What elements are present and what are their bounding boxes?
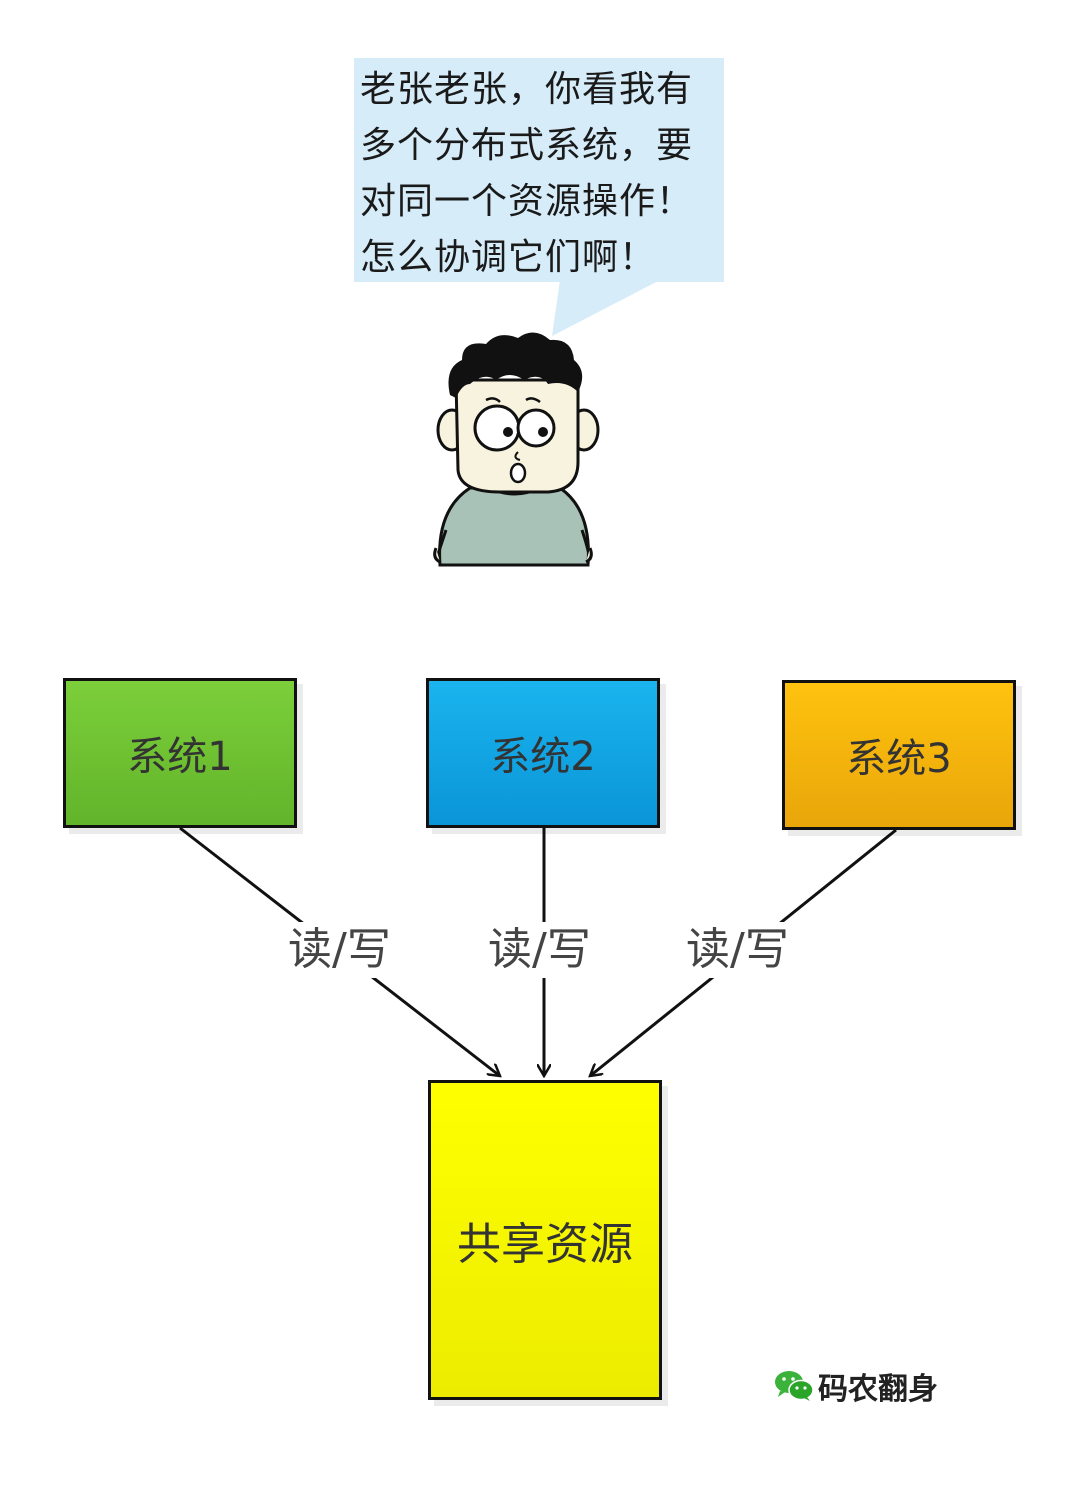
- wechat-icon: [775, 1371, 814, 1401]
- speech-bubble: 老张老张，你看我有 多个分布式系统，要 对同一个资源操作！ 怎么协调它们啊！: [354, 58, 724, 282]
- system-3-box: 系统3: [782, 680, 1016, 830]
- system-2-box: 系统2: [426, 678, 660, 828]
- speech-line-1: 老张老张，你看我有: [360, 69, 694, 110]
- shared-resource-label: 共享资源: [457, 1219, 633, 1270]
- system-1-label: 系统1: [127, 734, 233, 780]
- watermark: 码农翻身: [774, 1364, 938, 1408]
- speech-line-3: 对同一个资源操作！: [360, 181, 694, 222]
- speech-line-2: 多个分布式系统，要: [360, 125, 694, 166]
- edge-label-system3: 读/写: [680, 922, 795, 978]
- system-3-label: 系统3: [846, 736, 952, 782]
- system-2-label: 系统2: [490, 734, 596, 780]
- shared-resource-box: 共享资源: [428, 1080, 662, 1400]
- speech-line-4: 怎么协调它们啊！: [360, 237, 657, 278]
- edge-label-system1: 读/写: [282, 922, 397, 978]
- system-1-box: 系统1: [63, 678, 297, 828]
- edge-label-system2: 读/写: [482, 922, 597, 978]
- watermark-text: 码农翻身: [818, 1372, 938, 1407]
